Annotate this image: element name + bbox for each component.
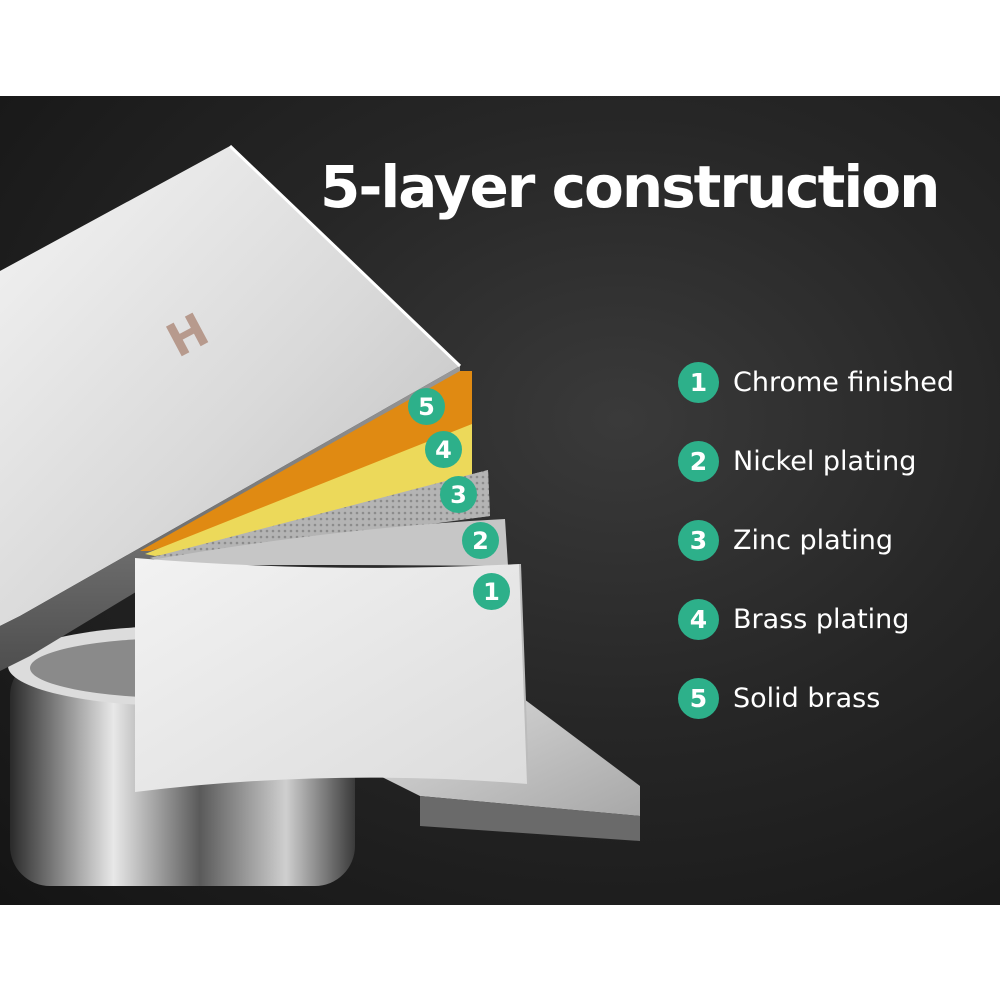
legend-label: Solid brass	[733, 682, 881, 714]
legend-item-2: 2 Nickel plating	[678, 440, 954, 482]
layer-2-nickel-plating	[140, 519, 508, 566]
number-badge: 3	[678, 519, 719, 561]
tap-handle-illustration: H	[0, 144, 640, 886]
legend-item-5: 5 Solid brass	[678, 677, 954, 719]
layer-3-zinc-plating	[150, 470, 490, 561]
headline: 5-layer construction	[320, 153, 940, 221]
layer-badge-5: 5	[408, 388, 445, 425]
number-badge: 4	[678, 598, 719, 640]
legend-item-3: 3 Zinc plating	[678, 519, 954, 561]
layer-1-chrome-finished	[135, 558, 529, 792]
layer-badge-4: 4	[425, 431, 462, 468]
layer-4-brass-plating	[145, 424, 472, 556]
legend-label: Nickel plating	[733, 445, 917, 477]
dark-banner: H 5-layer construction 5 4 3 2 1 1 Chrom…	[0, 96, 1000, 905]
number-badge: 5	[678, 677, 719, 719]
legend-label: Brass plating	[733, 603, 910, 635]
number-badge: 1	[678, 361, 719, 403]
layer-legend: 1 Chrome finished 2 Nickel plating 3 Zin…	[678, 361, 955, 757]
legend-label: Chrome finished	[733, 366, 955, 398]
legend-item-1: 1 Chrome finished	[678, 361, 955, 403]
layer-5-solid-brass	[140, 371, 472, 551]
legend-label: Zinc plating	[733, 524, 894, 556]
legend-item-4: 4 Brass plating	[678, 598, 954, 640]
layer-badge-3: 3	[440, 476, 477, 513]
layer-badge-1: 1	[473, 573, 510, 610]
layer-badge-2: 2	[462, 522, 499, 559]
number-badge: 2	[678, 440, 719, 482]
